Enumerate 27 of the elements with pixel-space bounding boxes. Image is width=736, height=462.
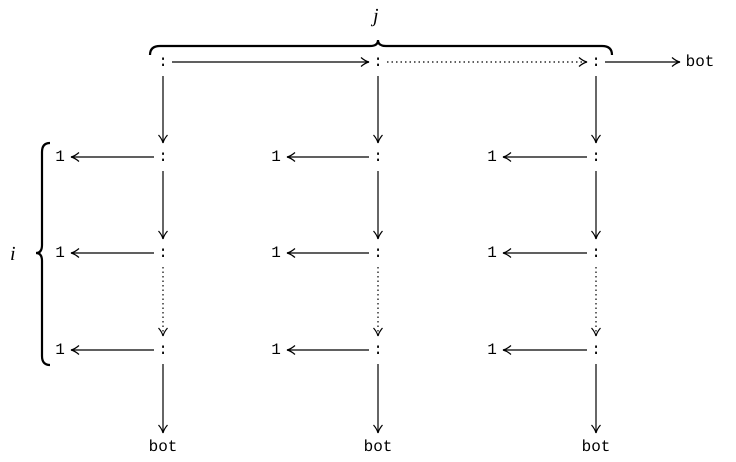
node-label: bot bbox=[148, 439, 178, 455]
node-label: 1 bbox=[487, 342, 497, 358]
node-label: : bbox=[158, 245, 168, 261]
brace-label: j bbox=[373, 6, 379, 26]
node-label: : bbox=[158, 54, 168, 70]
node-label: : bbox=[158, 149, 168, 165]
node-label: 1 bbox=[55, 342, 65, 358]
node-label: 1 bbox=[271, 245, 281, 261]
node-label: bot bbox=[686, 54, 714, 70]
node-label: 1 bbox=[271, 149, 281, 165]
node-label: 1 bbox=[271, 342, 281, 358]
node-label: 1 bbox=[55, 245, 65, 261]
node-label: bot bbox=[582, 439, 610, 455]
brace-label: i bbox=[10, 244, 16, 264]
node-label: bot bbox=[364, 439, 392, 455]
node-label: 1 bbox=[55, 149, 65, 165]
node-label: : bbox=[591, 342, 601, 358]
node-label: : bbox=[373, 54, 383, 70]
node-label: : bbox=[373, 149, 383, 165]
node-label: : bbox=[158, 342, 168, 358]
node-label: : bbox=[591, 245, 601, 261]
node-label: : bbox=[373, 342, 383, 358]
node-label: 1 bbox=[487, 245, 497, 261]
node-label: : bbox=[591, 149, 601, 165]
node-label: : bbox=[591, 54, 601, 70]
node-label: : bbox=[373, 245, 383, 261]
node-label: 1 bbox=[487, 149, 497, 165]
